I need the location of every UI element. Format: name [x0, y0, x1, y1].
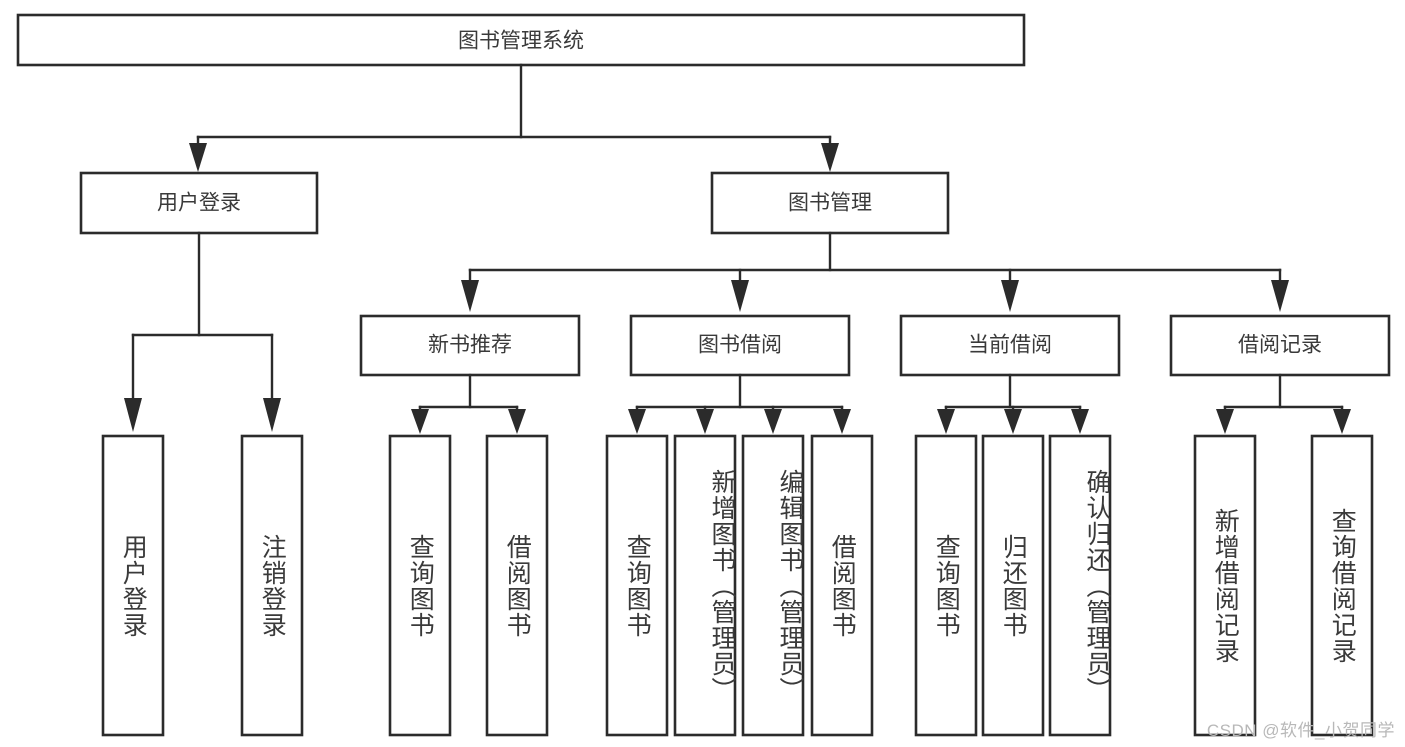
arrow-to-leaf-cb-2: [1004, 409, 1022, 434]
book-management-label: 图书管理: [788, 192, 872, 215]
arrow-to-leaf-br-2: [1333, 409, 1351, 434]
new-book-recommend-box-shape: [359, 314, 581, 377]
user-login-label: 用户登录: [157, 192, 241, 215]
leaf-box-logout[interactable]: [240, 434, 304, 737]
arrow-to-leaf-bb-4: [833, 409, 851, 434]
csdn-watermark: CSDN @软件_小贺同学: [1206, 721, 1395, 740]
node-borrow-record[interactable]: 借阅记录: [1169, 314, 1391, 377]
arrow-to-book-management: [821, 143, 839, 172]
arrow-to-user-login: [189, 143, 207, 172]
node-book-management[interactable]: 图书管理: [710, 171, 950, 235]
arrow-to-leaf-nbr-2: [508, 409, 526, 434]
leaf-box-br-add-record[interactable]: [1193, 434, 1257, 737]
book-borrow-label: 图书借阅: [698, 334, 782, 357]
new-book-recommend-label: 新书推荐: [428, 334, 512, 357]
node-current-borrow[interactable]: 当前借阅: [899, 314, 1121, 377]
borrow-record-label: 借阅记录: [1238, 334, 1322, 357]
leaf-box-bb-add-book[interactable]: [673, 434, 737, 737]
root-label: 图书管理系统: [458, 30, 584, 53]
leaf-box-cb-return-book[interactable]: [981, 434, 1045, 737]
arrow-to-borrow-record: [1271, 280, 1289, 312]
leaf-box-cb-query-book[interactable]: [914, 434, 978, 737]
arrow-to-leaf-cb-3: [1071, 409, 1089, 434]
leaf-box-br-query-record[interactable]: [1310, 434, 1374, 737]
root-box-shape: [16, 13, 1026, 67]
leaf-box-user-login[interactable]: [101, 434, 165, 737]
arrow-to-current-borrow: [1001, 280, 1019, 312]
leaf-box-nbr-borrow-book[interactable]: [485, 434, 549, 737]
arrow-to-leaf-br-1: [1216, 409, 1234, 434]
arrow-to-leaf-nbr-1: [411, 409, 429, 434]
arrow-to-leaf-user-login: [124, 398, 142, 432]
arrow-to-leaf-bb-2: [696, 409, 714, 434]
leaf-box-bb-query-book[interactable]: [605, 434, 669, 737]
arrow-to-leaf-bb-1: [628, 409, 646, 434]
book-management-box-shape: [710, 171, 950, 235]
book-borrow-box-shape: [629, 314, 851, 377]
arrow-to-leaf-cb-1: [937, 409, 955, 434]
leaf-box-nbr-query-book[interactable]: [388, 434, 452, 737]
current-borrow-box-shape: [899, 314, 1121, 377]
arrow-to-new-book-recommend: [461, 280, 479, 312]
borrow-record-box-shape: [1169, 314, 1391, 377]
leaf-box-bb-borrow-book[interactable]: [810, 434, 874, 737]
arrow-to-book-borrow: [731, 280, 749, 312]
leaf-box-cb-confirm-return[interactable]: [1048, 434, 1112, 737]
current-borrow-label: 当前借阅: [968, 334, 1052, 357]
node-root[interactable]: 图书管理系统: [16, 13, 1026, 67]
node-book-borrow[interactable]: 图书借阅: [629, 314, 851, 377]
leaf-box-bb-edit-book[interactable]: [741, 434, 805, 737]
arrow-to-leaf-bb-3: [764, 409, 782, 434]
arrow-to-leaf-logout: [263, 398, 281, 432]
node-user-login[interactable]: 用户登录: [79, 171, 319, 235]
node-new-book-recommend[interactable]: 新书推荐: [359, 314, 581, 377]
